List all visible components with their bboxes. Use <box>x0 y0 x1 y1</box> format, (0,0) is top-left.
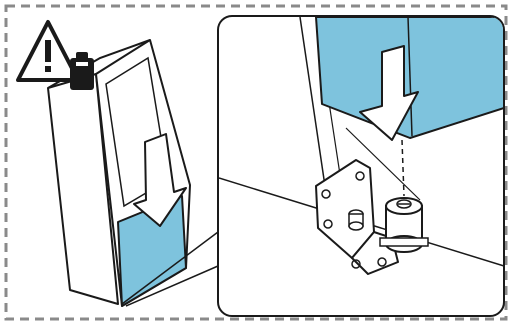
exclamation-bar <box>45 40 51 62</box>
weight-icon <box>70 52 94 90</box>
detail-callout <box>218 16 504 316</box>
exclamation-dot <box>45 66 51 72</box>
warning-heavy-load <box>18 22 94 90</box>
adjustable-foot <box>380 198 428 252</box>
